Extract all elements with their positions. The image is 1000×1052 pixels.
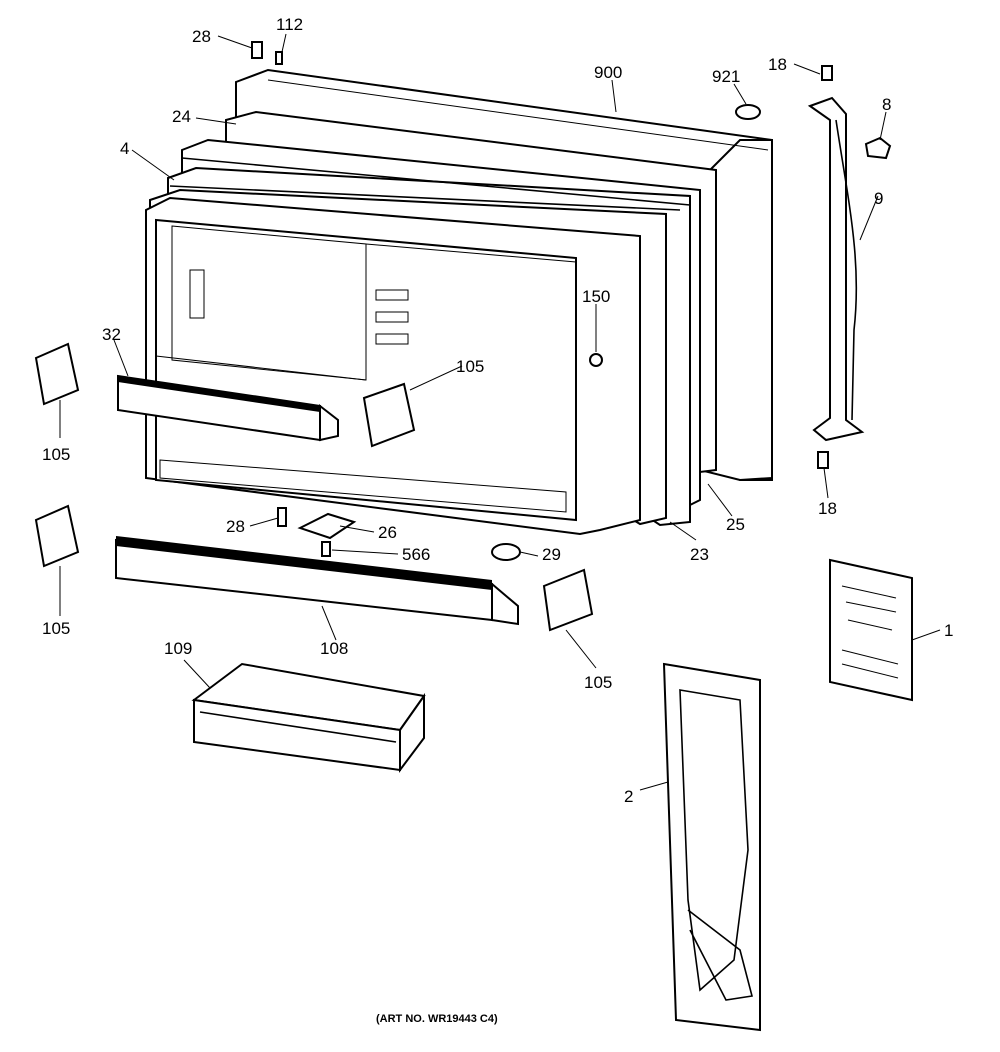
shelf-32: [117, 374, 339, 442]
part-150: [589, 353, 603, 367]
callout-2: 2: [624, 787, 633, 806]
callout-28: 28: [192, 27, 211, 46]
inner-door-liner: [145, 196, 641, 536]
callout-8: 8: [882, 95, 891, 114]
art-number: (ART NO. WR19443 C4): [376, 1013, 498, 1025]
screw-28b: [277, 507, 287, 527]
screw-112: [275, 51, 283, 65]
callout-112: 112: [276, 15, 303, 34]
bin-109: [191, 662, 426, 773]
screw-28a: [251, 41, 263, 59]
callout-18: 18: [768, 55, 787, 74]
bracket-26: [297, 512, 357, 540]
callout-9: 9: [874, 189, 883, 208]
callout-105: 105: [584, 673, 612, 692]
callout-900: 900: [594, 63, 622, 82]
callout-109: 109: [164, 639, 192, 658]
clip-8: [864, 136, 892, 160]
callout-28: 28: [226, 517, 245, 536]
callout-108: 108: [320, 639, 348, 658]
screw-18a: [821, 65, 833, 81]
callout-18: 18: [818, 499, 837, 518]
callout-29: 29: [542, 545, 561, 564]
screw-566: [321, 541, 331, 557]
callout-25: 25: [726, 515, 745, 534]
callout-32: 32: [102, 325, 121, 344]
callout-566: 566: [402, 545, 430, 564]
callout-4: 4: [120, 139, 129, 158]
door-handle-9: [807, 96, 865, 442]
callout-24: 24: [172, 107, 191, 126]
callout-1: 1: [944, 621, 953, 640]
shelf-end-caps: [34, 342, 594, 632]
leader-lines: [59, 33, 941, 791]
callout-921: 921: [712, 67, 740, 86]
callout-105: 105: [42, 619, 70, 638]
parts-bag-2: [662, 662, 761, 1032]
callout-labels: 28 112 900 921 18 8 24 4 9 150 32 105 10…: [42, 15, 953, 806]
plug-29: [491, 543, 521, 561]
owners-manual-1: [829, 558, 913, 702]
hardware-screws: [251, 41, 892, 561]
callout-23: 23: [690, 545, 709, 564]
screw-18b: [817, 451, 829, 469]
callout-105: 105: [456, 357, 484, 376]
callout-150: 150: [582, 287, 610, 306]
callout-105: 105: [42, 445, 70, 464]
bin-108: [115, 536, 519, 626]
callout-26: 26: [378, 523, 397, 542]
plug-921: [735, 104, 761, 120]
